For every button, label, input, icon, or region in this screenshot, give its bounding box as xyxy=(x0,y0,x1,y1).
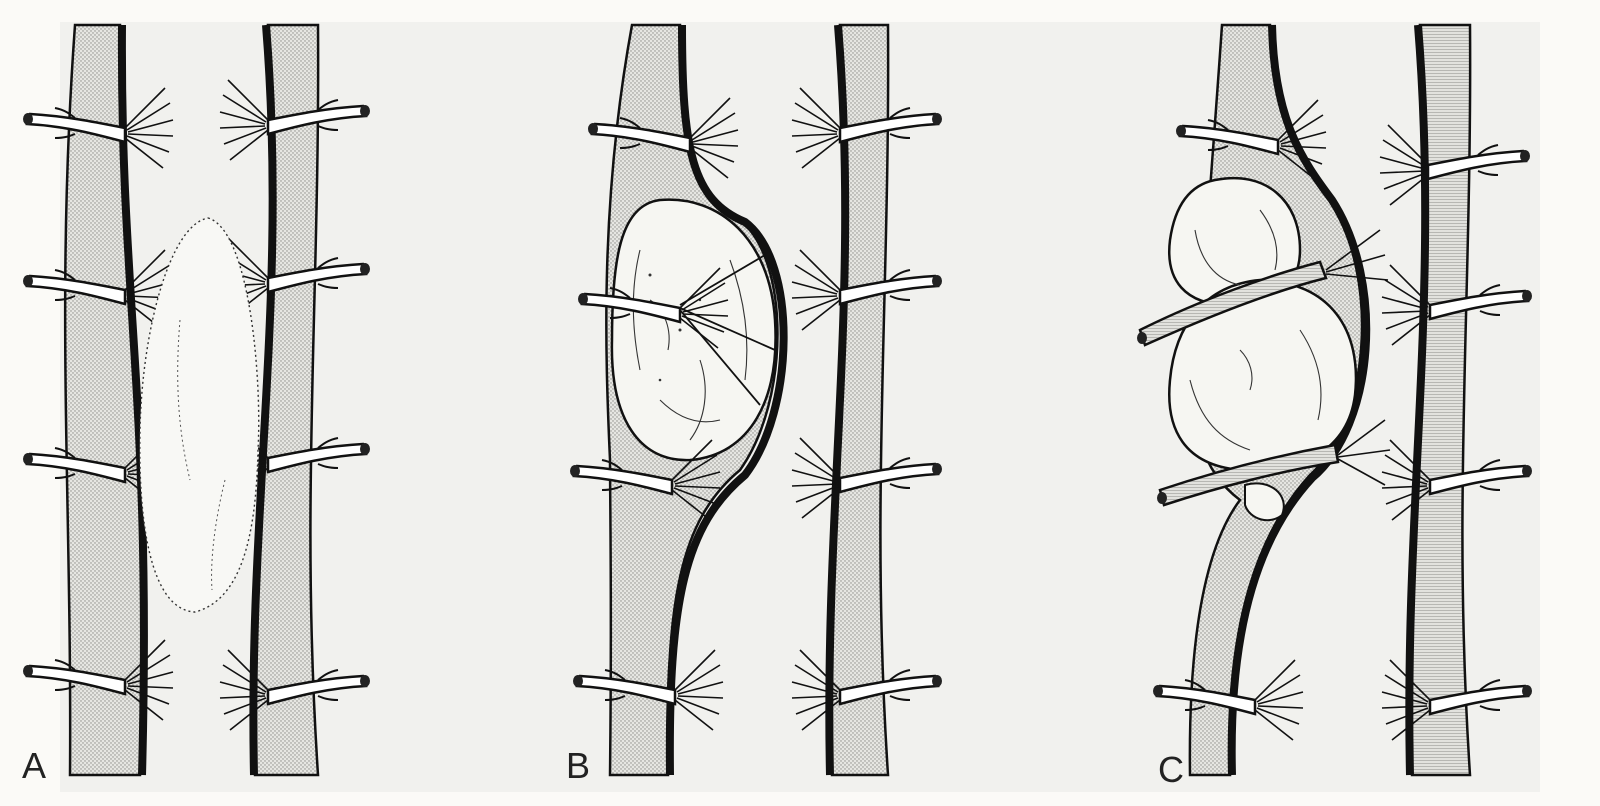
panel-label-c: C xyxy=(1158,749,1184,790)
panel-label-a: A xyxy=(22,745,47,786)
panel-c xyxy=(1137,23,1534,777)
lesion-outline-a xyxy=(139,217,260,613)
panel-b xyxy=(568,23,944,777)
panel-a xyxy=(21,23,372,777)
panel-label-b: B xyxy=(566,745,591,786)
